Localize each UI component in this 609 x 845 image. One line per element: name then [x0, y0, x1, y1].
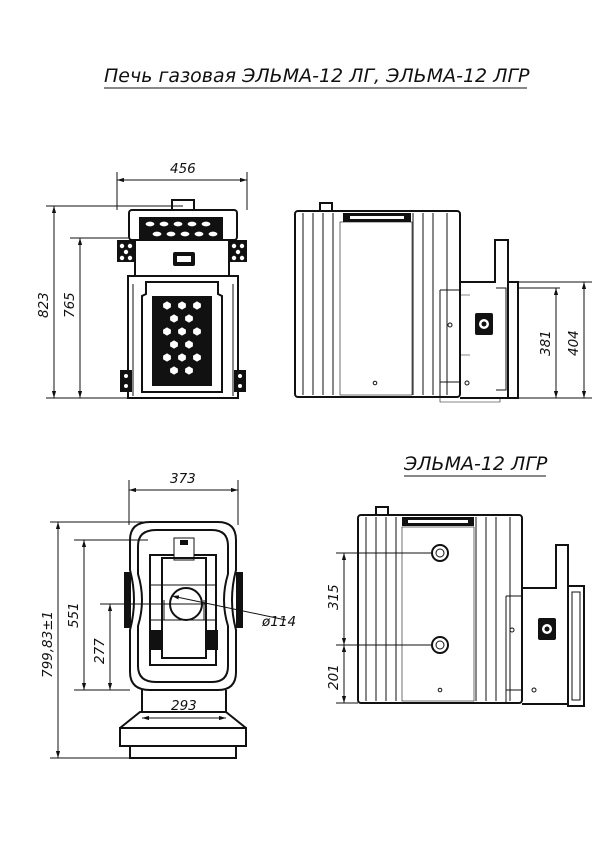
dim-side-burner-low: 381: [538, 330, 554, 356]
dim-front-width: 456: [170, 161, 196, 177]
lgr-side-view: 315 201: [326, 506, 585, 707]
dim-front-body-height: 765: [62, 292, 78, 318]
dim-top-width: 373: [170, 471, 196, 487]
dim-lgr-pipe-low: 201: [326, 664, 342, 690]
dim-flue-diameter: ø114: [261, 614, 296, 630]
dim-front-total-height: 823: [36, 292, 52, 318]
upper-honeycomb-grill: [140, 218, 222, 240]
side-burner-valve: [475, 313, 493, 335]
lgr-subtitle: ЭЛЬМА-12 ЛГР: [403, 453, 548, 477]
front-view: 456 823 765: [36, 161, 248, 399]
dim-top-depth-total: 799,83±1: [40, 611, 56, 678]
dim-lgr-pipe-spacing: 315: [326, 584, 342, 610]
front-side-grills-top: [117, 240, 247, 262]
dim-top-depth-body: 551: [66, 602, 82, 628]
dim-top-depth-center: 277: [92, 638, 108, 664]
lgr-burner-valve: [538, 618, 556, 640]
side-view: 381 404: [294, 202, 592, 403]
subtitle-text: ЭЛЬМА-12 ЛГР: [403, 453, 548, 475]
dim-top-lower-width: 293: [171, 698, 197, 714]
title-text: Печь газовая ЭЛЬМА-12 ЛГ, ЭЛЬМА-12 ЛГР: [104, 65, 530, 87]
dim-side-burner-high: 404: [566, 330, 582, 356]
drawing-title: Печь газовая ЭЛЬМА-12 ЛГ, ЭЛЬМА-12 ЛГР: [104, 65, 530, 89]
top-view: 373 ø114 293 799,83±: [40, 471, 296, 759]
lower-honeycomb-door: [152, 296, 212, 386]
